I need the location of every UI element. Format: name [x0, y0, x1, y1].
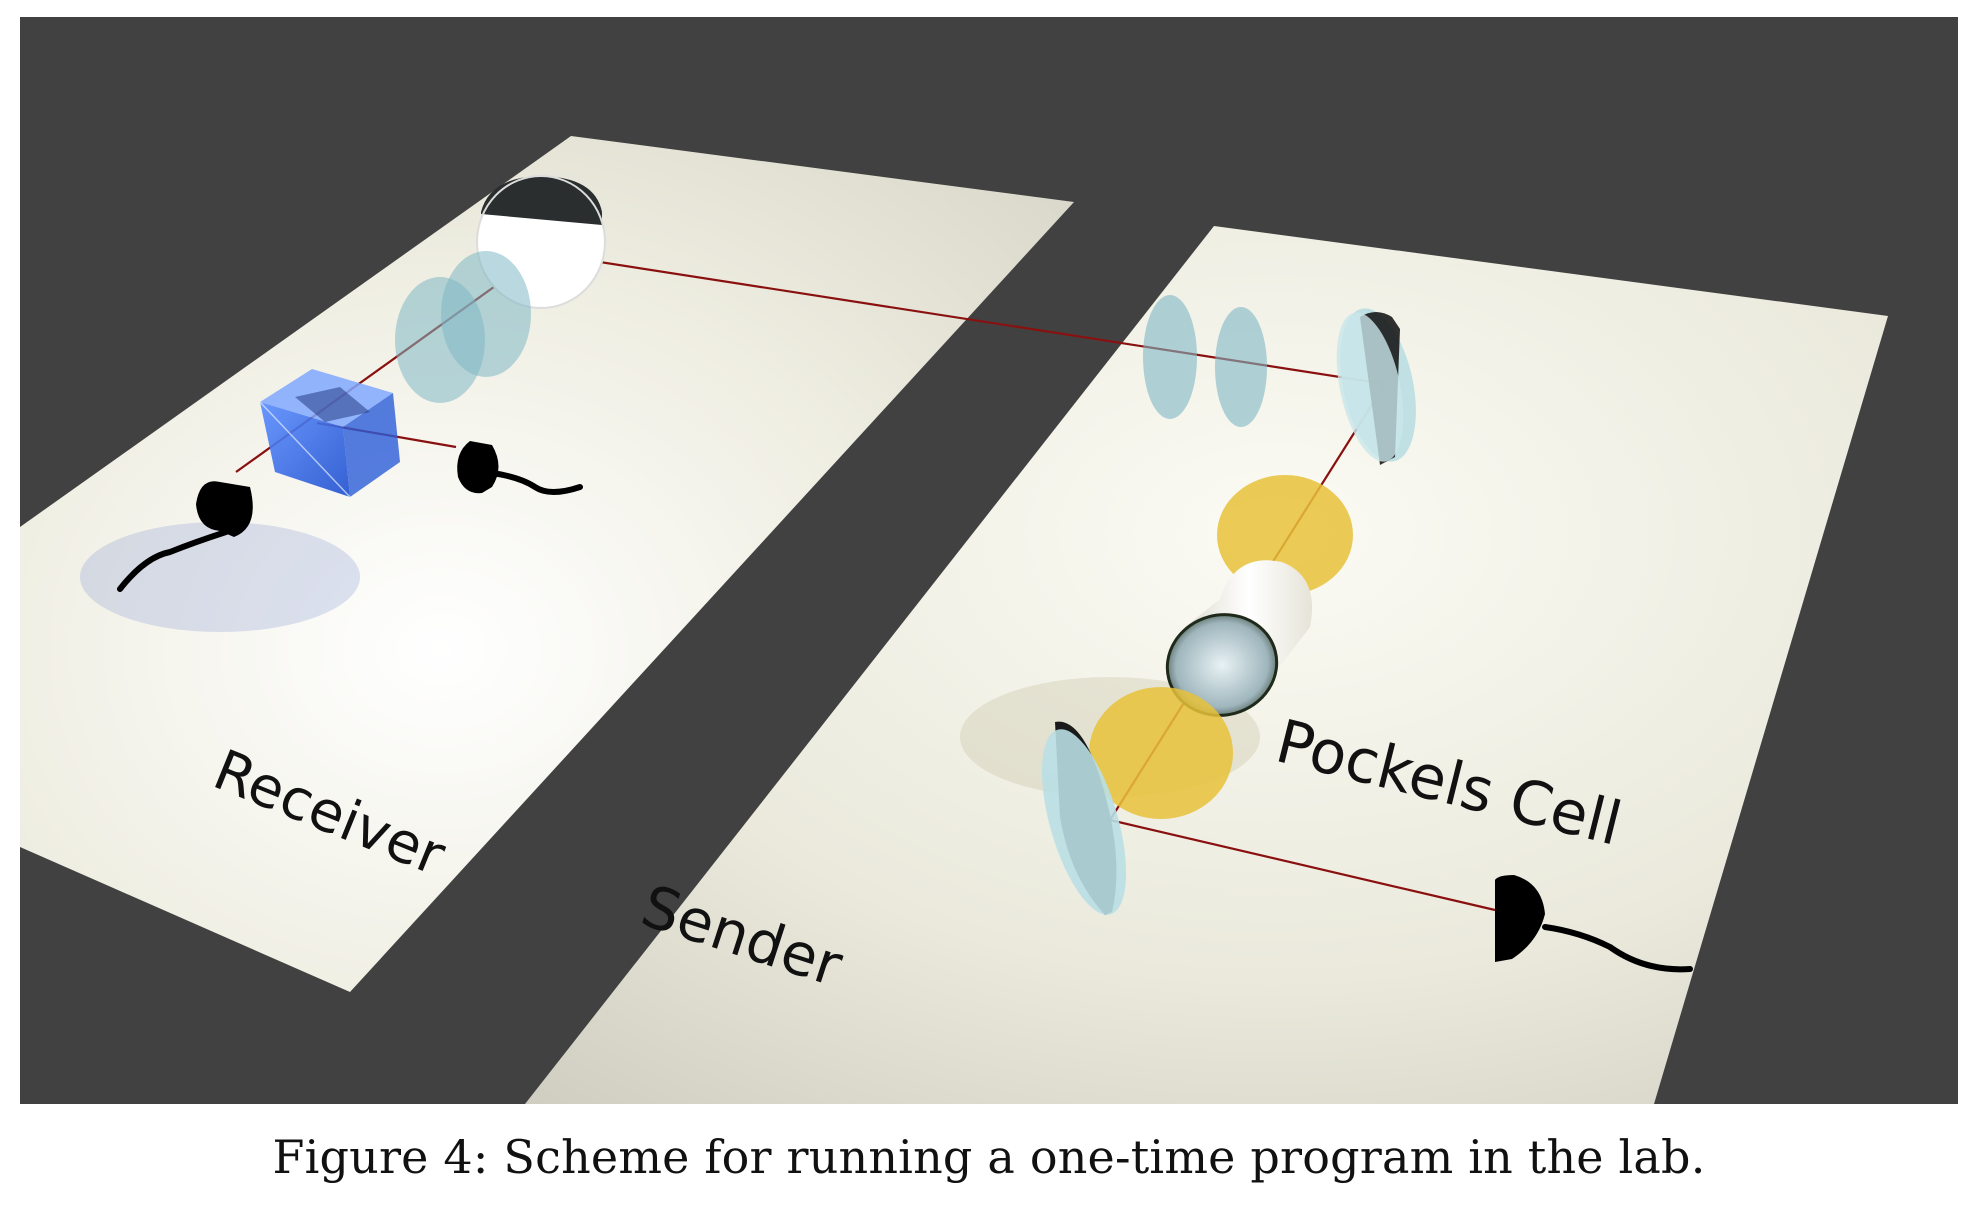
sender-waveplate-1 — [1143, 295, 1197, 419]
pockels-cell — [1165, 560, 1313, 717]
figure: Receiver Sender Pockels Cell — [20, 17, 1958, 1104]
polarizer-2 — [1089, 687, 1233, 819]
sender-waveplate-2 — [1215, 307, 1267, 427]
sender-detector — [1495, 875, 1693, 973]
figure-caption: Figure 4: Scheme for running a one-time … — [272, 1130, 1706, 1184]
receiver-detector-1 — [117, 481, 253, 592]
receiver-waveplate-2 — [441, 251, 531, 377]
cube-shadow — [80, 522, 360, 632]
sender-mirror-bottom — [1041, 721, 1127, 915]
lab-scheme-diagram: Receiver Sender Pockels Cell — [20, 17, 1958, 1104]
beam-splitter-cube — [259, 369, 400, 498]
receiver-table — [20, 136, 1074, 992]
receiver-detector-2 — [457, 441, 583, 495]
sender-mirror-top — [1336, 308, 1416, 465]
